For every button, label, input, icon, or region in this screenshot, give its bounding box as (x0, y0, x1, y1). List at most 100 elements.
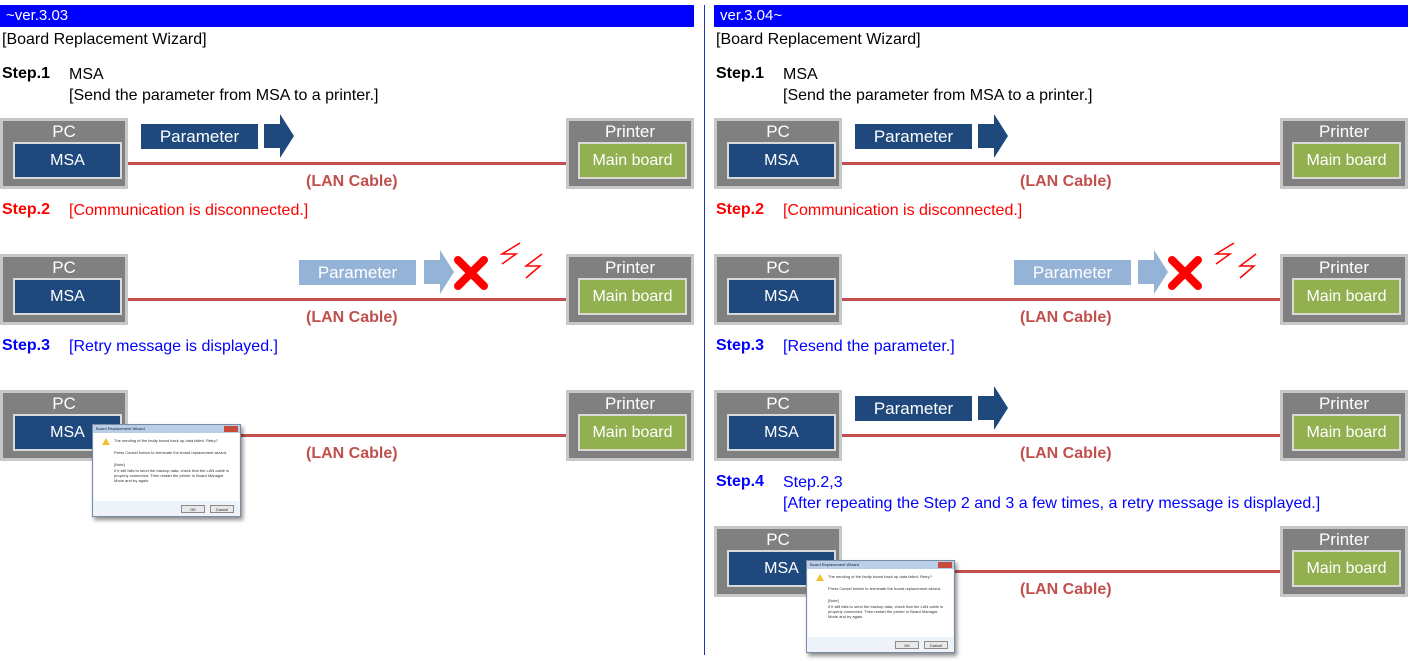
lan-cable-label: (LAN Cable) (1020, 309, 1112, 326)
step1-line2-right: [Send the parameter from MSA to a printe… (783, 87, 1093, 104)
dialog-hint: Press Cancel button to terminate the boa… (114, 450, 228, 455)
lightning-icon (1213, 242, 1257, 279)
pc-label: PC (766, 258, 790, 277)
version-label-left: ~ver.3.03 (6, 7, 69, 24)
ok-button[interactable]: OK (181, 505, 205, 513)
lan-cable-line (829, 570, 1284, 573)
step4-line2-right: [After repeating the Step 2 and 3 a few … (783, 495, 1321, 512)
step3-text-right: [Resend the parameter.] (783, 338, 955, 355)
main-board-box: Main board (1292, 414, 1401, 451)
cross-icon (454, 256, 488, 290)
pc-label: PC (766, 530, 790, 549)
printer-device: Printer Main board (566, 254, 694, 325)
dialog-note-title: [Note] (828, 598, 839, 603)
msa-box: MSA (13, 278, 122, 315)
printer-device: Printer Main board (1280, 254, 1408, 325)
printer-label: Printer (1318, 394, 1370, 413)
pc-label: PC (766, 394, 790, 413)
lan-cable-line (829, 298, 1284, 301)
lan-cable-label: (LAN Cable) (1020, 445, 1112, 462)
parameter-box: Parameter (141, 124, 258, 149)
pc-label: PC (52, 258, 76, 277)
arrow-right-icon (978, 386, 1008, 430)
step1-text-right: MSA [Send the parameter from MSA to a pr… (783, 64, 1092, 106)
msa-box: MSA (727, 278, 836, 315)
step1-line1-right: MSA (783, 66, 818, 83)
step2-label-right: Step.2 (716, 201, 765, 218)
step2-text-left: [Communication is disconnected.] (69, 202, 309, 219)
step2-text-right: [Communication is disconnected.] (783, 202, 1023, 219)
printer-label: Printer (604, 122, 656, 141)
step2-label-left: Step.2 (2, 201, 51, 218)
msa-box: MSA (727, 142, 836, 179)
printer-label: Printer (604, 394, 656, 413)
step1-line2-left: [Send the parameter from MSA to a printe… (69, 87, 379, 104)
parameter-box: Parameter (855, 124, 972, 149)
step3-label-right: Step.3 (716, 337, 765, 354)
lan-cable-line (829, 434, 1284, 437)
wizard-title-left: [Board Replacement Wizard] (2, 31, 207, 48)
main-board-box: Main board (1292, 142, 1401, 179)
pc-device: PC MSA (714, 118, 842, 189)
dialog-message: The sending of the faulty board back up … (828, 574, 932, 579)
close-icon[interactable] (224, 426, 238, 432)
retry-dialog: Board Replacement Wizard The sending of … (806, 560, 955, 653)
printer-label: Printer (1318, 122, 1370, 141)
step3-label-left: Step.3 (2, 337, 51, 354)
main-board-box: Main board (1292, 550, 1401, 587)
cancel-button[interactable]: Cancel (210, 505, 234, 513)
printer-label: Printer (604, 258, 656, 277)
parameter-box: Parameter (855, 396, 972, 421)
lan-cable-line (115, 162, 570, 165)
main-board-box: Main board (1292, 278, 1401, 315)
lan-cable-line (115, 434, 570, 437)
step4-text-right: Step.2,3 [After repeating the Step 2 and… (783, 472, 1320, 514)
dialog-body: The sending of the faulty board back up … (94, 433, 239, 501)
printer-device: Printer Main board (566, 118, 694, 189)
dialog-message: The sending of the faulty board back up … (114, 438, 218, 443)
ok-button[interactable]: OK (895, 641, 919, 649)
msa-box: MSA (727, 414, 836, 451)
lan-cable-line (829, 162, 1284, 165)
version-bar-right: ver.3.04~ (714, 5, 1408, 27)
cancel-button[interactable]: Cancel (924, 641, 948, 649)
retry-dialog: Board Replacement Wizard The sending of … (92, 424, 241, 517)
step3-text-left: [Retry message is displayed.] (69, 338, 278, 355)
dialog-note-title: [Note] (114, 462, 125, 467)
dialog-title: Board Replacement Wizard (93, 425, 240, 433)
close-icon[interactable] (938, 562, 952, 568)
step4-label-right: Step.4 (716, 473, 765, 490)
cross-icon (1168, 256, 1202, 290)
pc-device: PC MSA (714, 526, 842, 597)
dialog-title: Board Replacement Wizard (807, 561, 954, 569)
printer-label: Printer (1318, 530, 1370, 549)
lan-cable-label: (LAN Cable) (1020, 581, 1112, 598)
arrow-right-icon (424, 250, 454, 294)
dialog-note: If it still fails to send the backup dat… (114, 468, 229, 483)
dialog-hint: Press Cancel button to terminate the boa… (828, 586, 942, 591)
parameter-box: Parameter (299, 260, 416, 285)
dialog-body: The sending of the faulty board back up … (808, 569, 953, 637)
pc-device: PC MSA (0, 118, 128, 189)
arrow-right-icon (978, 114, 1008, 158)
pc-device: PC MSA (0, 254, 128, 325)
version-bar-left: ~ver.3.03 (0, 5, 694, 27)
pc-label: PC (766, 122, 790, 141)
panel-divider (704, 5, 705, 655)
printer-device: Printer Main board (1280, 118, 1408, 189)
printer-device: Printer Main board (566, 390, 694, 461)
pc-label: PC (52, 394, 76, 413)
dialog-note: If it still fails to send the backup dat… (828, 604, 943, 619)
pc-device: PC MSA (714, 390, 842, 461)
warning-icon (816, 574, 824, 581)
main-board-box: Main board (578, 142, 687, 179)
warning-icon (102, 438, 110, 445)
main-board-box: Main board (578, 414, 687, 451)
lightning-icon (499, 242, 543, 279)
lan-cable-label: (LAN Cable) (306, 445, 398, 462)
version-label-right: ver.3.04~ (720, 7, 783, 24)
pc-label: PC (52, 122, 76, 141)
lan-cable-line (115, 298, 570, 301)
msa-box: MSA (13, 142, 122, 179)
parameter-box: Parameter (1014, 260, 1131, 285)
